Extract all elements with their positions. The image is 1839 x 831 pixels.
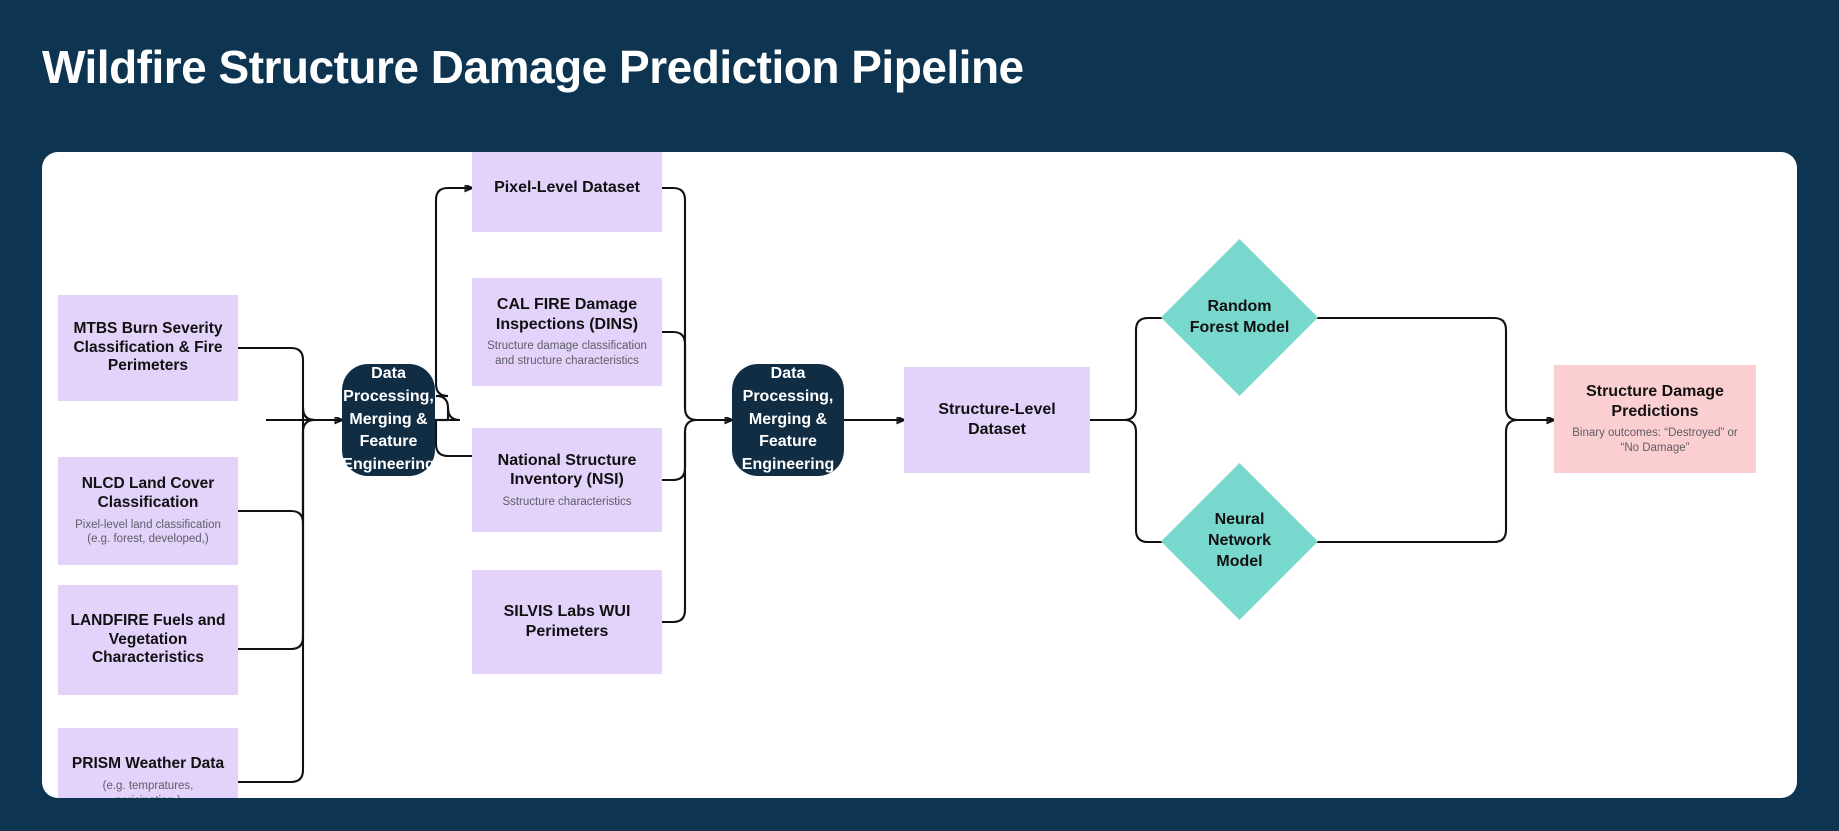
dataset-title: CAL FIRE Damage Inspections (DINS) [495,296,639,333]
source-box-nlcd[interactable]: NLCD Land Cover Classification Pixel-lev… [58,457,238,565]
output-subtitle: Binary outcomes: “Destroyed” or “No Dama… [1572,427,1738,455]
source-title: LANDFIRE Fuels and Vegetation Characteri… [70,611,226,667]
dataset-box-structure-level[interactable]: Structure-Level Dataset [904,367,1090,473]
model-diamond-neural-network[interactable]: Neural Network Model [1161,463,1318,620]
output-box-structure-damage-predictions[interactable]: Structure Damage Predictions Binary outc… [1554,365,1756,473]
dataset-subtitle: Sstructure characteristics [502,495,632,508]
source-title: PRISM Weather Data [71,755,225,773]
output-title: Structure Damage Predictions [1586,383,1724,420]
dataset-box-pixel-level[interactable]: Pixel-Level Dataset [472,152,662,232]
dataset-box-nsi[interactable]: National Structure Inventory (NSI) Sstru… [472,428,662,532]
source-title: MTBS Burn Severity Classification & Fire… [73,319,223,375]
wires-sources-to-process1 [238,346,342,784]
source-subtitle: (e.g. tempratures, pericipation,) [102,780,194,798]
connector-layer [238,152,1797,784]
model-title: Random Forest Model [1189,297,1290,336]
wires-dataset-to-models [1090,318,1182,542]
wires-process1-to-datasets [434,188,472,458]
dataset-subtitle: Structure damage classification and stru… [487,340,647,368]
source-box-landfire[interactable]: LANDFIRE Fuels and Vegetation Characteri… [58,585,238,695]
diagram-canvas: MTBS Burn Severity Classification & Fire… [42,152,1797,798]
dataset-box-cal-fire-dins[interactable]: CAL FIRE Damage Inspections (DINS) Struc… [472,278,662,386]
source-box-mtbs[interactable]: MTBS Burn Severity Classification & Fire… [58,295,238,401]
dataset-title: SILVIS Labs WUI Perimeters [503,603,631,640]
source-box-prism[interactable]: PRISM Weather Data (e.g. tempratures, pe… [58,728,238,798]
dataset-title: National Structure Inventory (NSI) [497,451,637,489]
dataset-title: Structure-Level Dataset [938,401,1056,438]
dataset-title: Pixel-Level Dataset [494,179,640,197]
page-title: Wildfire Structure Damage Prediction Pip… [42,41,1024,93]
process-title: Data Processing, Merging & Feature Engin… [741,365,835,474]
dataset-box-silvis-wui[interactable]: SILVIS Labs WUI Perimeters [472,570,662,674]
wires-datasets-to-process2 [662,186,732,624]
wires-models-to-output [1306,316,1554,542]
process-title: Data Processing, Merging & Feature Engin… [342,365,435,474]
process-node-2[interactable]: Data Processing, Merging & Feature Engin… [732,364,844,476]
source-title: NLCD Land Cover Classification [81,474,215,511]
process-node-1[interactable]: Data Processing, Merging & Feature Engin… [342,364,435,476]
source-subtitle: Pixel-level land classification (e.g. fo… [75,518,221,546]
model-title: Neural Network Model [1207,511,1272,570]
model-diamond-random-forest[interactable]: Random Forest Model [1161,239,1318,396]
